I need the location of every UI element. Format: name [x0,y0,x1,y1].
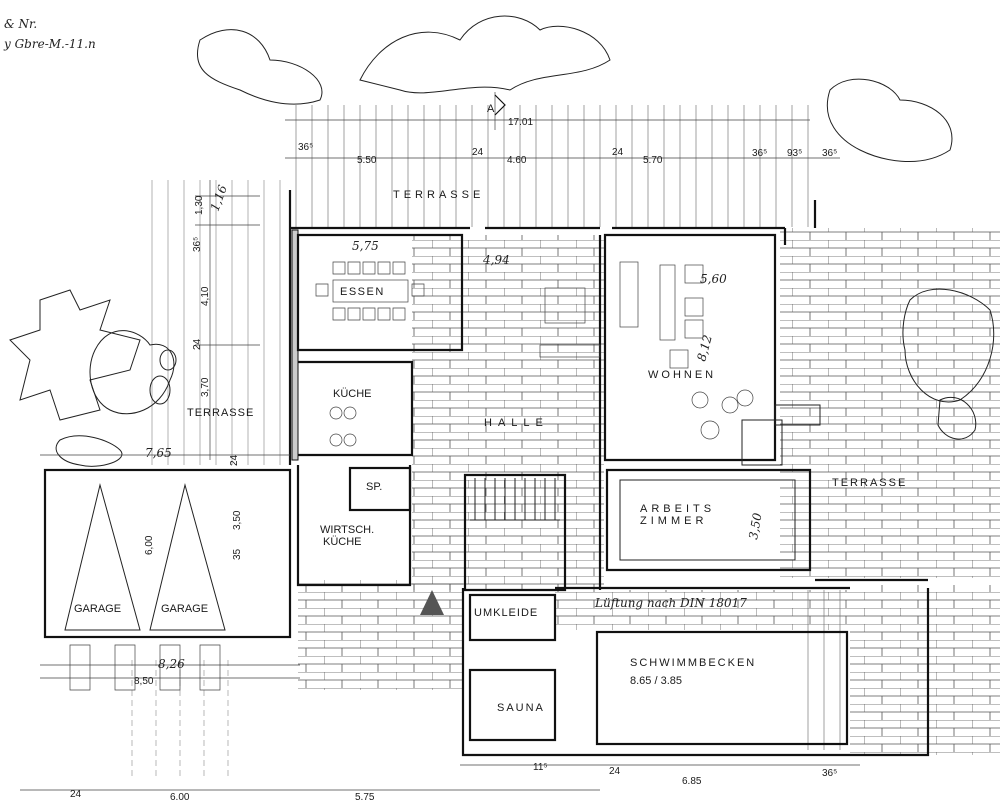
wohnen-depth: 8,12 [694,333,714,362]
dim-label: 5.70 [643,155,663,166]
terrace-right-label: TERRASSE [832,477,907,489]
dim-label: 24 [609,766,621,777]
room-speisekammer: SP. [366,481,382,493]
handwritten-note: & Nr. [4,17,37,31]
dim-label: 6,00 [144,535,155,555]
room-halle: HALLE [484,417,549,429]
handwritten-note: y Gbre-M.-11.n [3,37,96,51]
ventilation-note: Lüftung nach DIN 18017 [594,596,747,610]
dim-label: 24 [472,147,484,158]
room-garage: GARAGE [74,603,121,615]
dim-label: 36⁵ [822,148,837,159]
arbeits-depth: 3,50 [746,511,764,540]
room-arbeitszimmer: ZIMMER [640,515,707,527]
terrace-top [290,105,810,227]
room-schwimmbecken: SCHWIMMBECKEN [630,657,756,669]
room-wohnen: WOHNEN [648,369,716,381]
walls [288,190,930,757]
section-marker: A [487,103,495,115]
dim-label: 8,26 [158,657,185,671]
dim-label: 4.60 [507,155,527,166]
dim-label: 1,30 [194,195,205,215]
dim-label: 36⁵ [298,142,313,153]
dim-label: 36⁵ [752,148,767,159]
room-umkleide: UMKLEIDE [474,607,538,619]
dim-label: 3,70 [200,377,211,397]
dim-label: 6,00 [170,792,190,800]
terrace-left-label: TERRASSE [187,407,254,419]
dim-label: 5.50 [357,155,377,166]
north-arrow-icon [420,590,444,615]
dim-label: 93⁵ [787,148,802,159]
room-wirtschaftskueche: WIRTSCH. [320,524,374,536]
dim-label: 36⁵ [822,768,837,779]
wohnen-width: 5,60 [700,272,727,286]
dim-label: 5,75 [355,792,375,800]
dim-label: 8,50 [134,676,154,687]
tree-icon [9,15,995,467]
furniture [315,261,754,447]
pool-size: 8.65 / 3.85 [630,675,682,687]
driveway [130,660,240,780]
essen-width: 5,75 [352,239,379,253]
dimension-lines [20,92,860,791]
dim-label: 24 [612,147,624,158]
terrace-right [780,228,1000,755]
garage [43,468,292,691]
dim-label: 3,50 [232,510,243,530]
terrace-top-label: TERRASSE [393,189,484,201]
dim-label: 11⁵ [533,762,548,773]
dim-label: 7,65 [145,446,172,460]
halle-width: 4,94 [482,253,510,267]
dim-label: 24 [229,454,240,466]
dim-label: 24 [70,789,82,800]
room-essen: ESSEN [340,286,385,298]
dim-label: 4,10 [200,286,211,306]
room-arbeitszimmer: ARBEITS [640,503,715,515]
room-sauna: SAUNA [497,702,545,714]
room-kueche: KÜCHE [333,388,372,400]
terrace-left [150,180,290,465]
dim-label: 24 [192,338,203,350]
room-wirtschaftskueche: KÜCHE [323,536,362,548]
dim-top-total: 17.01 [508,117,533,128]
dim-label: 35 [232,548,243,560]
dim-label: 6.85 [682,776,702,787]
room-garage: GARAGE [161,603,208,615]
dim-label: 36⁵ [192,237,203,252]
